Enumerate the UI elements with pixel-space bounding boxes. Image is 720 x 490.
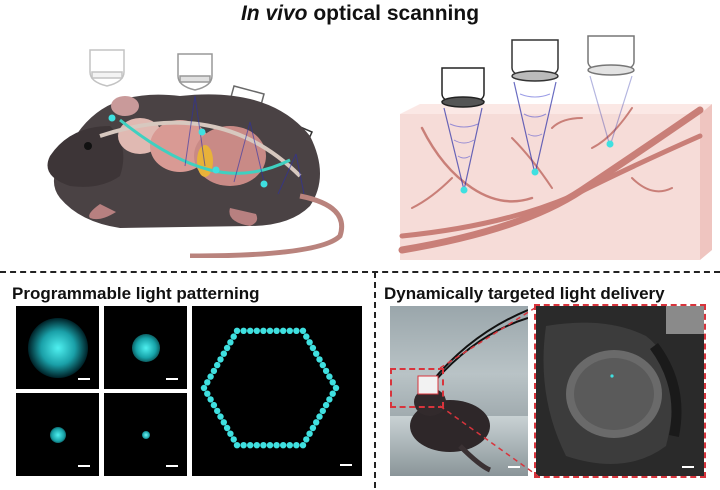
hexagon-spot-pattern <box>200 327 340 449</box>
objective-lens-icon <box>177 53 213 91</box>
title-italic: In vivo <box>240 2 308 25</box>
objective-lens-icon <box>587 35 635 76</box>
objective-lens-icon <box>89 49 125 87</box>
scale-bar <box>508 466 520 468</box>
pattern-spot <box>273 327 280 334</box>
pattern-spot <box>240 327 247 334</box>
pattern-spot <box>273 442 280 449</box>
pattern-spot <box>223 344 231 352</box>
figure-title: In vivo optical scanning <box>0 2 720 26</box>
pattern-spot <box>260 327 267 334</box>
objective-lens-icon <box>511 39 559 82</box>
pattern-spot <box>293 442 300 449</box>
pattern-spot <box>253 442 260 449</box>
pattern-spot <box>299 442 307 449</box>
pattern-spot <box>329 390 336 397</box>
pattern-spot <box>210 367 218 375</box>
spot-panel-small <box>16 393 99 476</box>
pattern-spot <box>303 436 310 443</box>
pattern-spot <box>204 390 211 397</box>
pattern-spot <box>220 350 227 357</box>
pattern-spot <box>322 401 330 409</box>
spot-panel-medium <box>104 306 187 389</box>
scale-bar <box>682 466 694 468</box>
pattern-spot <box>214 361 221 369</box>
scale-bar <box>166 378 178 380</box>
spot-panel-tiny <box>104 393 187 476</box>
title-rest: optical scanning <box>307 2 480 25</box>
inset-marker <box>390 368 444 408</box>
section-label-delivery: Dynamically targeted light delivery <box>384 284 665 303</box>
pattern-spot <box>227 339 234 346</box>
mouse-illustration <box>47 49 344 258</box>
pattern-spot <box>217 356 224 363</box>
pattern-spot <box>200 384 208 392</box>
pattern-spot <box>230 333 237 340</box>
vertical-divider <box>374 272 376 488</box>
pattern-spot <box>260 442 267 449</box>
pattern-spot <box>286 442 293 449</box>
pattern-spot <box>332 384 340 392</box>
pattern-spot <box>309 424 317 432</box>
pattern-spot <box>299 327 307 334</box>
objective-lens-icon <box>441 67 485 108</box>
pattern-spot <box>293 327 300 334</box>
pattern-spot <box>214 407 221 415</box>
tissue-block-illustration <box>398 35 712 260</box>
scale-bar <box>166 465 178 467</box>
pattern-spot <box>306 430 313 437</box>
pattern-spot <box>240 442 247 449</box>
pattern-spot <box>319 407 326 415</box>
pattern-spot <box>204 379 211 386</box>
pattern-spot <box>266 327 274 334</box>
hexagon-pattern-panel <box>192 306 362 476</box>
pattern-spot <box>326 373 333 380</box>
pattern-spot <box>207 373 214 380</box>
inset-connector <box>439 305 539 477</box>
pattern-spot <box>233 442 241 449</box>
pattern-spot <box>220 419 227 426</box>
pattern-spot <box>207 396 214 403</box>
pattern-spot <box>316 413 323 420</box>
pattern-spot <box>280 442 287 449</box>
pattern-spot <box>217 413 224 420</box>
pattern-spot <box>313 419 320 426</box>
pattern-spot <box>280 327 287 334</box>
pattern-spot <box>247 442 254 449</box>
pattern-spot <box>303 333 310 340</box>
pattern-spot <box>322 367 330 375</box>
scale-bar <box>340 464 352 466</box>
pattern-spot <box>306 339 313 346</box>
scale-bar <box>78 378 90 380</box>
pattern-spot <box>233 327 241 334</box>
scale-bar <box>78 465 90 467</box>
pattern-spot <box>247 327 254 334</box>
pattern-spot <box>223 424 231 432</box>
pattern-spot <box>266 442 274 449</box>
pattern-spot <box>326 396 333 403</box>
pattern-spot <box>313 350 320 357</box>
pattern-spot <box>227 430 234 437</box>
pattern-spot <box>316 356 323 363</box>
mouse-photo <box>390 306 528 476</box>
horizontal-divider <box>0 271 720 273</box>
section-label-patterning: Programmable light patterning <box>12 284 260 303</box>
pattern-spot <box>253 327 260 334</box>
pattern-spot <box>286 327 293 334</box>
brain-inset-photo <box>534 304 706 478</box>
pattern-spot <box>319 361 326 369</box>
spot-panel-large <box>16 306 99 389</box>
pattern-spot <box>210 401 218 409</box>
pattern-spot <box>309 344 317 352</box>
pattern-spot <box>230 436 237 443</box>
pattern-spot <box>329 379 336 386</box>
